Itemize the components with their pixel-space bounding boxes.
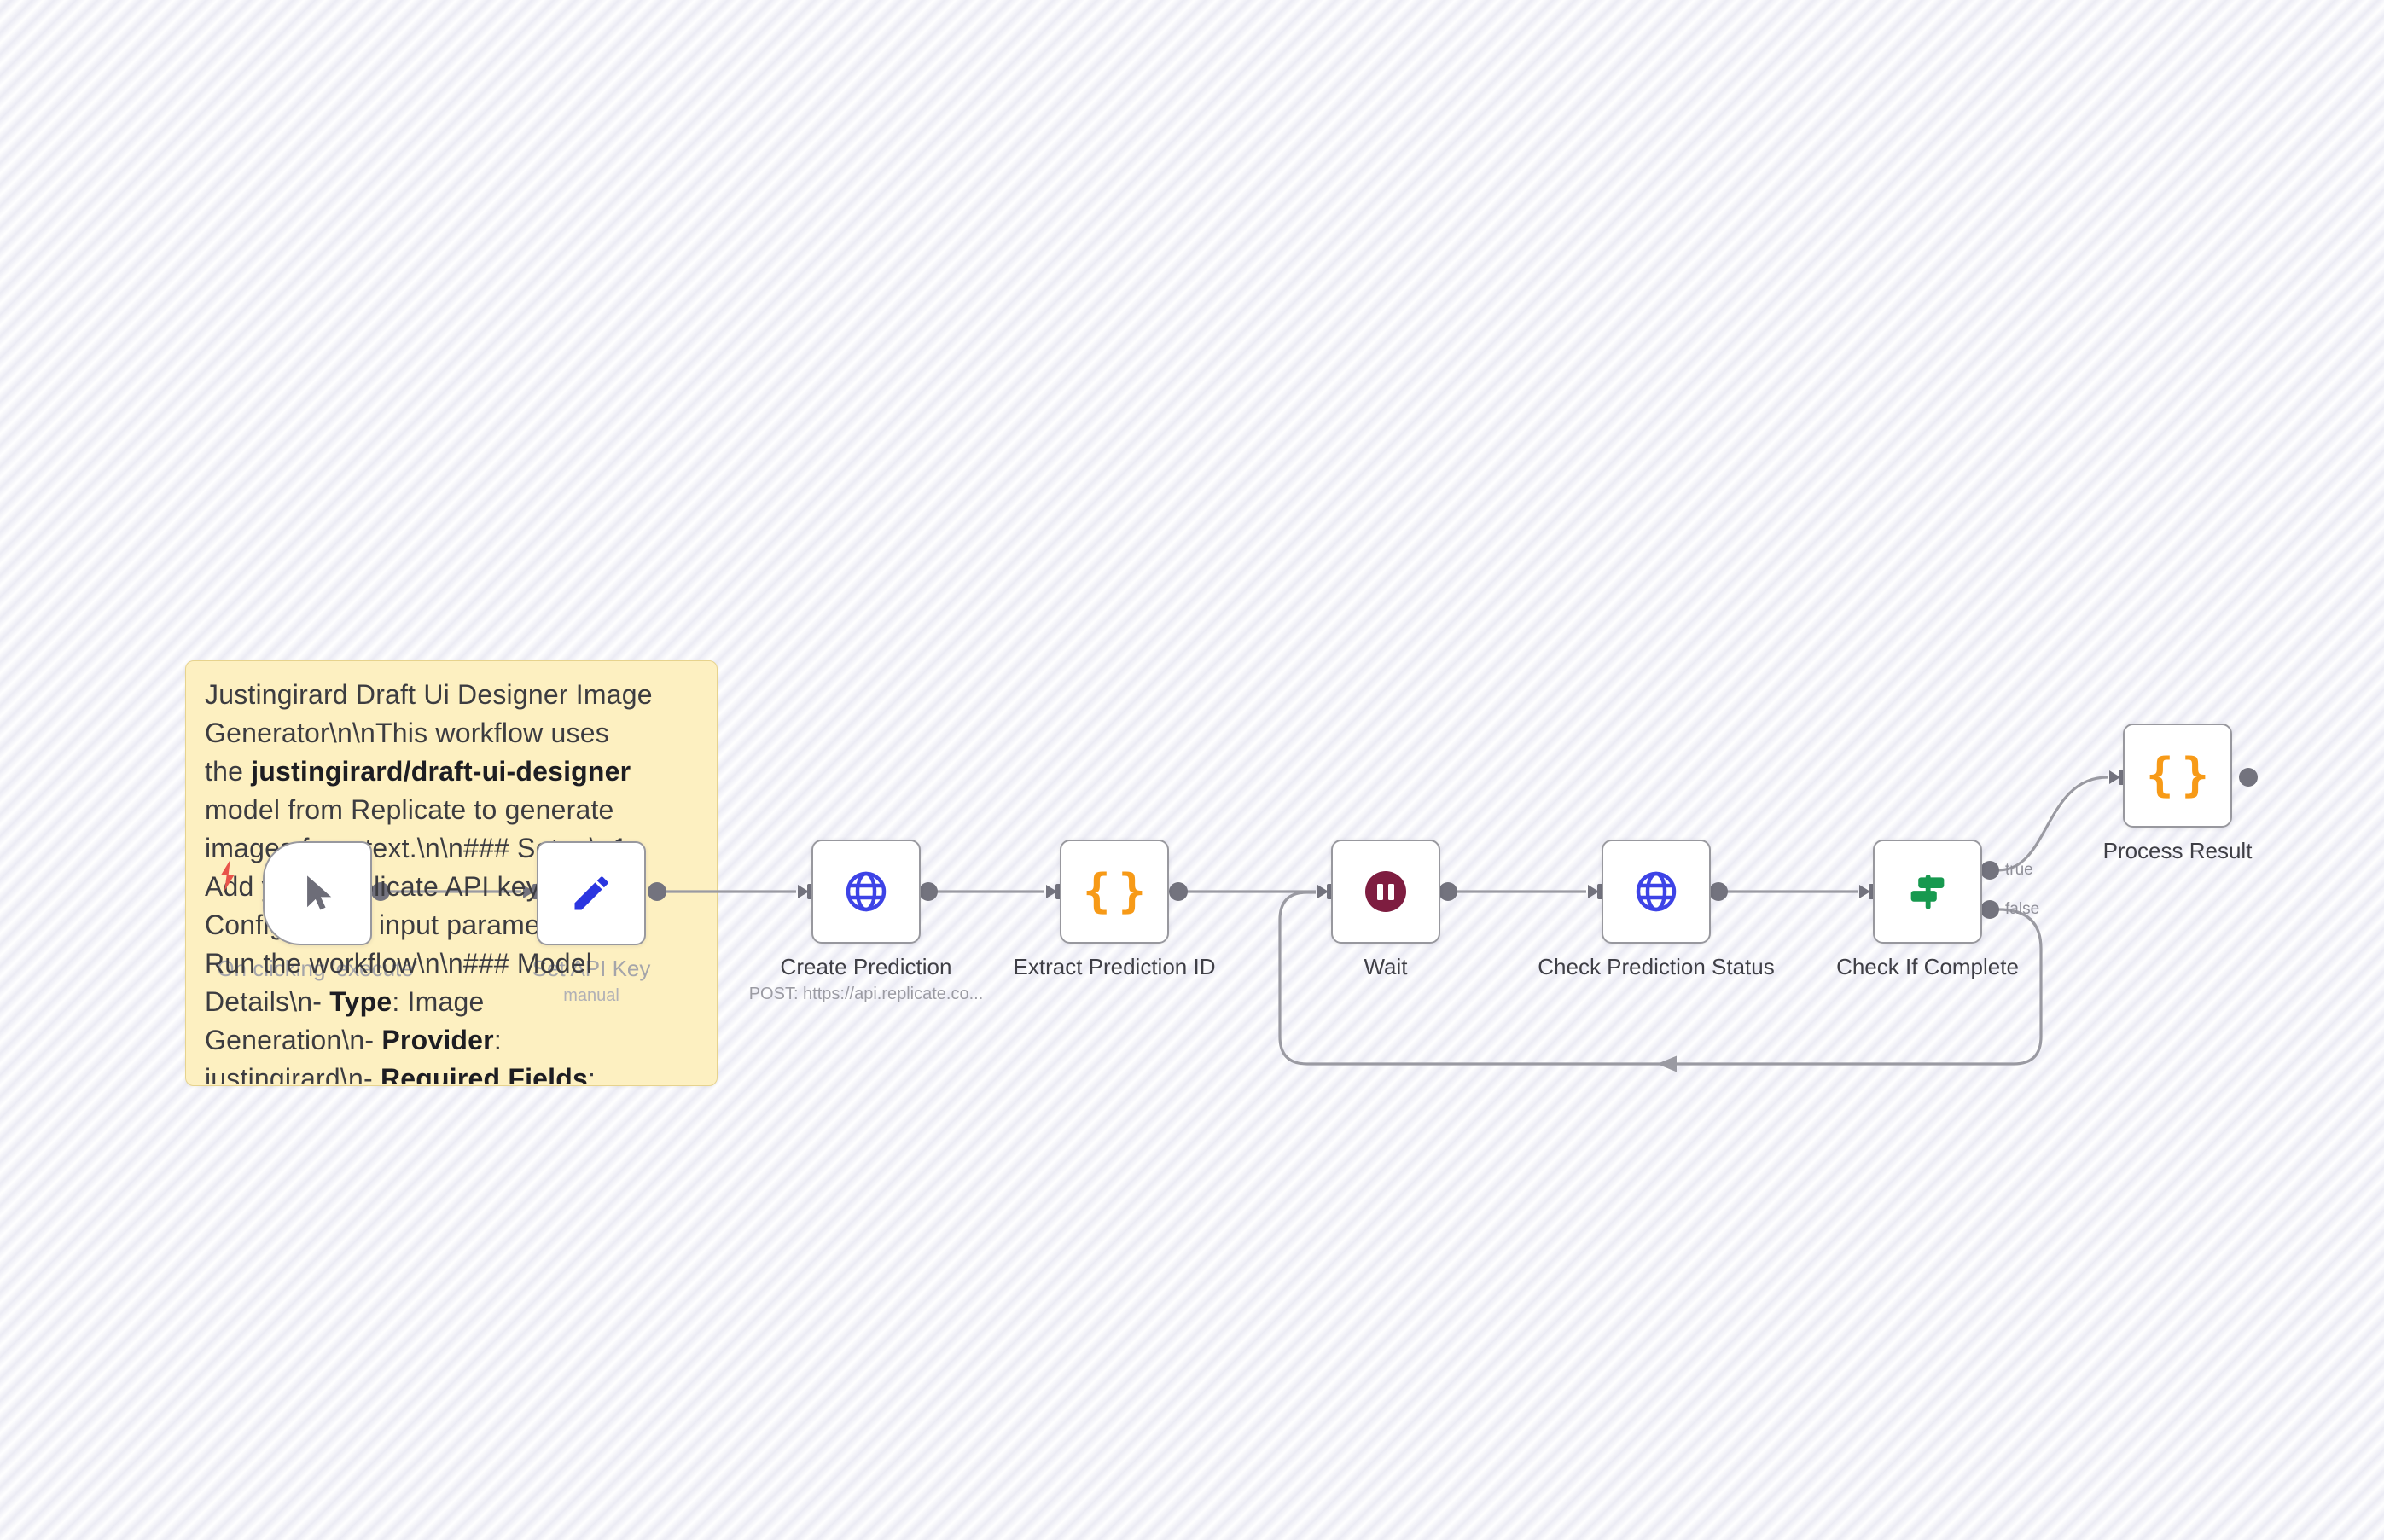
node-create-prediction[interactable] xyxy=(811,840,921,944)
globe-icon xyxy=(1636,871,1677,912)
globe-icon xyxy=(846,871,887,912)
branch-label-false: false xyxy=(2005,900,2040,918)
node-check-if-complete[interactable] xyxy=(1873,840,1982,944)
node-set-api-key[interactable] xyxy=(537,841,646,945)
signpost-icon xyxy=(1910,875,1945,909)
node-check-prediction-status[interactable] xyxy=(1602,840,1711,944)
node-wait[interactable] xyxy=(1331,840,1440,944)
node-label-manual-trigger: On clicking 'execute' xyxy=(217,956,418,981)
wire-false-loop xyxy=(1278,891,2043,1066)
node-label-process-result: Process Result xyxy=(2102,838,2253,863)
node-label-create-prediction: Create Prediction xyxy=(780,954,952,979)
node-label-extract-prediction-id: Extract Prediction ID xyxy=(1013,954,1216,979)
pause-icon xyxy=(1365,871,1406,912)
cursor-icon xyxy=(307,875,332,910)
node-extract-prediction-id[interactable]: {} xyxy=(1060,840,1169,944)
braces-icon: {} xyxy=(1082,864,1147,918)
node-label-check-if-complete: Check If Complete xyxy=(1836,954,2019,979)
loop-arrow xyxy=(1657,1055,1677,1072)
node-process-result[interactable]: {} xyxy=(2123,724,2232,828)
node-label-wait: Wait xyxy=(1364,954,1408,979)
node-subtitle-set-api-key: manual xyxy=(563,986,619,1005)
braces-icon: {} xyxy=(2145,748,2210,802)
wire-true-to-process xyxy=(1997,776,2108,872)
node-label-set-api-key: Set API Key xyxy=(532,956,651,981)
node-manual-trigger[interactable] xyxy=(263,841,372,945)
node-label-check-prediction-status: Check Prediction Status xyxy=(1538,954,1775,979)
pencil-icon xyxy=(574,876,608,910)
node-subtitle-create-prediction: POST: https://api.replicate.co... xyxy=(748,985,984,1003)
branch-label-true: true xyxy=(2005,861,2033,879)
zap-icon xyxy=(221,859,235,892)
